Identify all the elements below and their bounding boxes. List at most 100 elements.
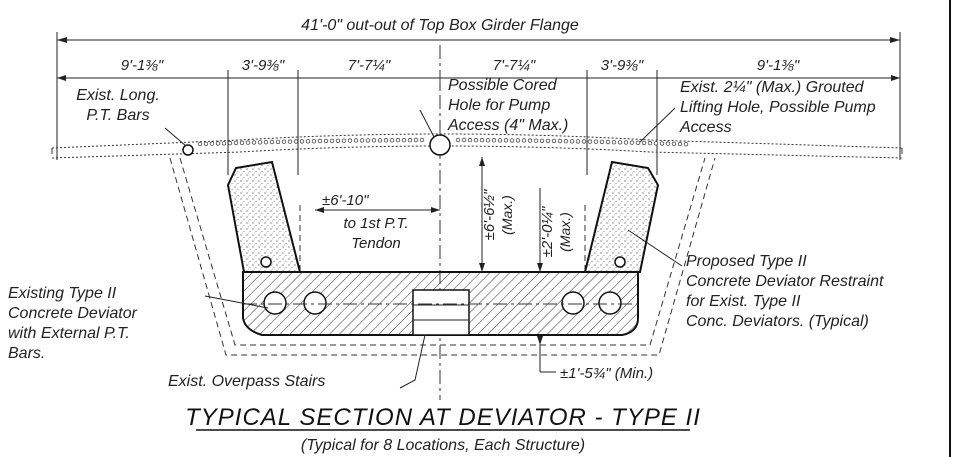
pt-bar-circle	[281, 139, 287, 144]
tendon-duct	[303, 291, 327, 315]
dim-segment-4: 7'-7¼"	[493, 57, 536, 74]
long-pt-bar	[182, 144, 194, 156]
pt-bar-circle	[575, 139, 581, 144]
deviator-height-note: (Max.)	[557, 212, 573, 252]
pt-bar-circle	[557, 138, 563, 144]
pt-bar-circle	[245, 140, 251, 145]
pt-bar-circle	[509, 138, 515, 143]
note-to-tendon: to 1st P.T. Tendon	[343, 215, 408, 252]
pt-bar-circle	[221, 141, 227, 146]
leader-lines	[164, 107, 683, 389]
svg-text:Tendon: Tendon	[351, 235, 401, 252]
pt-bar-circle	[257, 140, 263, 145]
pt-bar-circle	[371, 138, 377, 143]
pt-bar-circle	[533, 138, 539, 143]
pt-bar-circle	[671, 141, 677, 146]
svg-text:Existing Type II: Existing Type II	[8, 285, 117, 302]
note-cored-hole: Possible Cored Hole for Pump Access (4" …	[447, 77, 568, 134]
pt-bar-circle	[491, 137, 497, 143]
pt-bar-row	[197, 137, 689, 147]
svg-text:Exist. 2¼" (Max.) Grouted: Exist. 2¼" (Max.) Grouted	[680, 79, 865, 96]
pt-bar-circle	[299, 139, 305, 144]
pt-bar-circle	[293, 139, 299, 144]
existing-deviator-block	[242, 271, 639, 336]
svg-text:P.T. Bars: P.T. Bars	[86, 107, 149, 124]
note-overpass-stairs: Exist. Overpass Stairs	[168, 373, 325, 390]
pt-bar-circle	[683, 141, 689, 147]
pt-bar-circle	[383, 137, 389, 143]
svg-text:to 1st P.T.: to 1st P.T.	[343, 215, 408, 232]
overpass-stairs-opening	[412, 289, 470, 336]
svg-text:Conc. Deviators. (Typical): Conc. Deviators. (Typical)	[686, 313, 869, 330]
svg-text:with External P.T.: with External P.T.	[8, 325, 130, 342]
pt-bar-circle	[359, 138, 365, 143]
pt-bar-circle	[479, 137, 485, 143]
pt-bar-circle	[653, 141, 659, 146]
pt-bar-circle	[353, 138, 359, 143]
drawing-title: TYPICAL SECTION AT DEVIATOR - TYPE II	[185, 404, 701, 431]
box-girder-outline	[169, 157, 716, 356]
pt-bar-circle	[527, 138, 533, 143]
pt-bar-circle	[581, 139, 587, 144]
pt-bar-circle	[599, 139, 605, 145]
note-existing-deviator: Existing Type II Concrete Deviator with …	[8, 285, 138, 362]
pt-bar-circle	[563, 138, 569, 144]
pt-bar-circle	[395, 137, 401, 143]
pt-bar-circle	[515, 138, 521, 143]
svg-text:Bars.: Bars.	[8, 345, 45, 362]
note-lifting-hole: Exist. 2¼" (Max.) Grouted Lifting Hole, …	[679, 79, 876, 136]
pt-bar-circle	[521, 138, 527, 143]
height-max-dim: ±6'-6½"	[481, 189, 498, 240]
pt-bar-circle	[269, 139, 275, 145]
tendon-duct	[598, 291, 622, 315]
pt-bar-circle	[377, 138, 383, 143]
pt-bar-circle	[401, 137, 407, 143]
height-max-note: (Max.)	[499, 195, 515, 235]
svg-text:Concrete Deviator: Concrete Deviator	[8, 305, 138, 322]
pt-bar-circle	[407, 137, 413, 143]
pt-bar-circle	[263, 139, 269, 145]
pt-bar-circle	[623, 140, 629, 145]
pt-bar-circle	[659, 141, 665, 146]
pt-bar-circle	[251, 140, 257, 145]
pt-bar-circle	[485, 137, 491, 143]
pt-bar-circle	[461, 137, 467, 143]
overall-dimension: 41'-0" out-out of Top Box Girder Flange	[56, 17, 901, 160]
pt-bar-circle	[203, 141, 209, 146]
pt-bar-circle	[209, 141, 215, 146]
pt-bar-circle	[347, 138, 353, 143]
pt-bar-circle	[215, 141, 221, 146]
dim-segment-2: 3'-9⅜"	[242, 57, 285, 74]
top-flange	[51, 133, 903, 159]
overall-dimension-label: 41'-0" out-out of Top Box Girder Flange	[301, 17, 579, 34]
proposed-restraint-left	[226, 160, 302, 273]
pt-bar-circle	[497, 138, 503, 143]
segment-dimensions: 9'-1⅜" 3'-9⅜" 7'-7¼" 7'-7¼" 3'-9⅜" 9'-1⅜…	[57, 57, 900, 175]
pt-bar-circle	[197, 141, 203, 147]
drawing-subtitle: (Typical for 8 Locations, Each Structure…	[301, 437, 585, 454]
pt-bar-circle	[365, 138, 371, 143]
dim-segment-5: 3'-9⅜"	[601, 57, 644, 74]
pt-bar-circle	[503, 138, 509, 143]
pt-bar-circle	[665, 141, 671, 146]
pt-bar-circle	[389, 137, 395, 143]
pt-bar-circle	[467, 137, 473, 143]
pt-bar-circle	[473, 137, 479, 143]
pt-bar-circle	[617, 140, 623, 145]
pt-bar-circle	[545, 138, 551, 144]
pt-bar-circle	[455, 137, 461, 143]
pt-bar-circle	[275, 139, 281, 145]
dim-segment-1: 9'-1⅜"	[121, 57, 164, 74]
pt-bar-circle	[647, 140, 653, 146]
pt-bar-circle	[629, 140, 635, 145]
note-proposed-restraint: Proposed Type II Concrete Deviator Restr…	[686, 253, 884, 330]
pt-bar-circle	[311, 138, 317, 144]
pt-bar-circle	[329, 138, 335, 144]
cored-hole	[429, 134, 451, 156]
pt-bar-circle	[551, 138, 557, 144]
tendon-duct	[561, 291, 585, 315]
pt-bar-circle	[569, 139, 575, 144]
dim-segment-3: 7'-7¼"	[348, 57, 391, 74]
svg-text:Proposed Type II: Proposed Type II	[686, 253, 807, 270]
